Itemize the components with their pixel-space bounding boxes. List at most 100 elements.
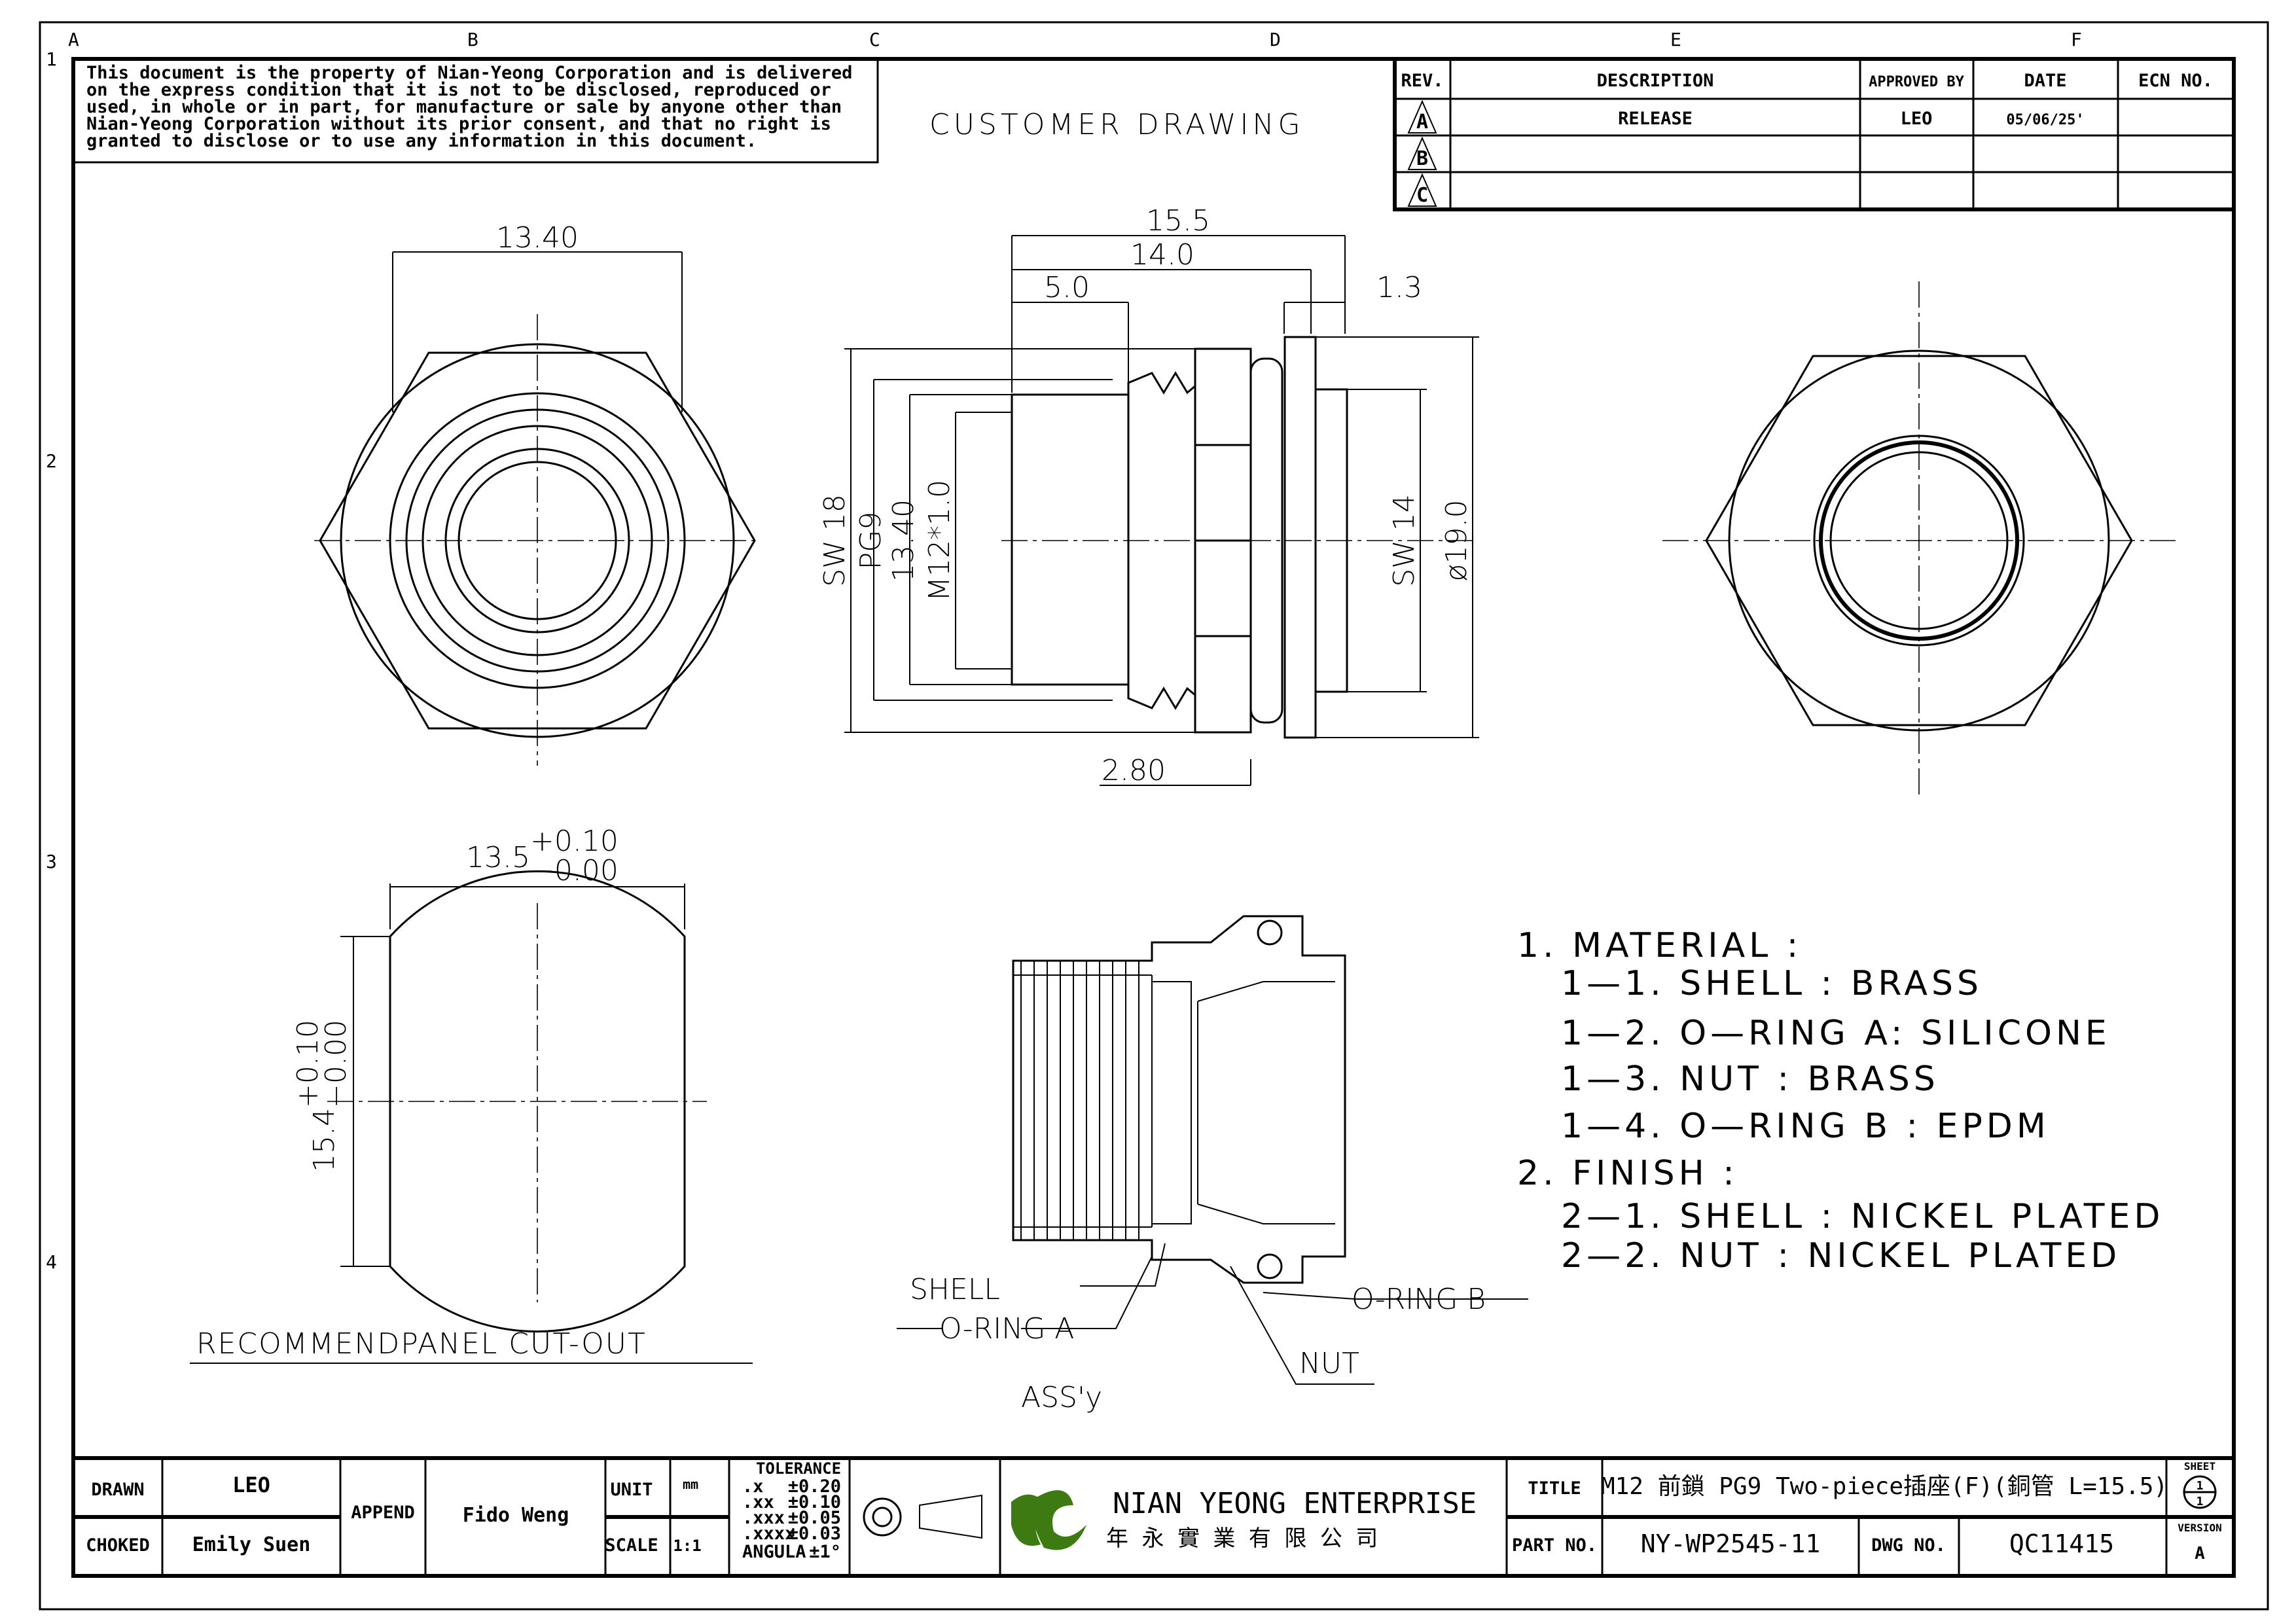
unit-label: UNIT <box>610 1480 653 1500</box>
append-label: APPEND <box>351 1503 415 1523</box>
note-line: 2—2. NUT : NICKEL PLATED <box>1561 1236 2121 1275</box>
drawn-label: DRAWN <box>91 1480 144 1500</box>
callout-oring-a: O-RING A <box>939 1312 1074 1346</box>
row-1: 1 <box>46 48 57 70</box>
rev-approved-by: LEO <box>1901 109 1933 129</box>
rev-description: RELEASE <box>1618 109 1693 129</box>
title-block: DRAWN LEO CHOKED Emily Suen APPEND Fido … <box>71 1456 2236 1578</box>
rev-header: REV. <box>1401 71 1443 91</box>
tolerance-value: ±0.05 <box>788 1508 841 1528</box>
sheet-number: 1 <box>2197 1479 2204 1493</box>
dim-m12: M12*1.0 <box>923 480 956 601</box>
dim-dia19: ø19.0 <box>1440 500 1473 582</box>
checked-label: CHOKED <box>86 1535 150 1556</box>
tol-plus: +0.10 <box>530 825 619 858</box>
col-f: F <box>2071 29 2082 50</box>
tolerance-value: ±0.03 <box>788 1524 841 1544</box>
tolerance-key: .xx <box>742 1492 774 1512</box>
checked-by: Emily Suen <box>192 1533 311 1556</box>
note-line: 2—1. SHELL : NICKEL PLATED <box>1561 1197 2164 1236</box>
company-name-zh: 年 永 實 業 有 限 公 司 <box>1106 1525 1378 1552</box>
append-value: Fido Weng <box>463 1504 569 1527</box>
col-d: D <box>1270 29 1281 50</box>
cutout-label: RECOMMENDPANEL CUT-OUT <box>196 1327 647 1361</box>
note-line: 1. MATERIAL : <box>1517 926 1802 965</box>
sheet-total: 1 <box>2197 1495 2204 1508</box>
callout-oring-b: O-RING B <box>1352 1283 1486 1316</box>
approved-header: APPROVED BY <box>1869 74 1964 90</box>
revision-triangle-icon <box>1407 99 1437 207</box>
dim-cutout-width: 13.5 <box>466 841 530 874</box>
title-label: TITLE <box>1528 1478 1581 1499</box>
tol-minus: −0.00 <box>319 1020 353 1108</box>
notice-line: This document is the property of Nian-Ye… <box>86 63 852 83</box>
assembly-section: SHELL O-RING A O-RING B NUT ASS'y <box>897 915 1528 1414</box>
rev-a: A <box>1416 111 1428 134</box>
col-b: B <box>467 29 478 50</box>
scale-value: 1:1 <box>673 1537 701 1555</box>
version-label: VERSION <box>2178 1522 2221 1534</box>
note-line: 1—1. SHELL : BRASS <box>1561 964 1982 1003</box>
notice-line: on the express condition that it is not … <box>86 80 831 100</box>
ecn-header: ECN NO. <box>2138 71 2213 91</box>
company-name: NIAN YEONG ENTERPRISE <box>1113 1487 1477 1520</box>
front-view: 13.40 <box>314 221 759 766</box>
tolerance-value: ±0.20 <box>788 1476 841 1497</box>
sheet-label: SHEET <box>2184 1460 2215 1472</box>
rev-b: B <box>1416 147 1428 170</box>
notice-line: granted to disclose or to use any inform… <box>86 131 757 151</box>
dwg-no: QC11415 <box>2009 1529 2114 1558</box>
notice-line: Nian-Yeong Corporation without its prior… <box>86 114 831 134</box>
tolerance-key: .x <box>742 1476 764 1497</box>
dim-1-3: 1.3 <box>1376 271 1422 304</box>
dim-14: 14.0 <box>1130 238 1194 272</box>
rear-view <box>1662 281 2179 798</box>
assembly-label: ASS'y <box>1021 1381 1102 1414</box>
tolerance-key: .xxx <box>742 1508 785 1528</box>
tol-minus: −0.00 <box>530 854 619 887</box>
dim-2-80: 2.80 <box>1102 754 1166 787</box>
dim-pg9: PG9 <box>854 512 888 570</box>
tolerance-value: ±0.10 <box>788 1492 841 1512</box>
note-line: 2. FINISH : <box>1517 1154 1738 1193</box>
outer-border <box>39 21 2269 1611</box>
part-no-label: PART NO. <box>1512 1535 1597 1556</box>
dim-front-width: 13.40 <box>496 221 579 255</box>
rev-date: 05/06/25' <box>2006 112 2084 128</box>
callout-shell: SHELL <box>910 1273 1000 1306</box>
drawn-by: LEO <box>232 1472 270 1497</box>
rev-c: C <box>1416 184 1428 207</box>
projection-symbol-icon <box>863 1494 982 1539</box>
col-c: C <box>869 29 880 50</box>
dim-cutout-height: 15.4 <box>308 1108 341 1172</box>
scale-label: SCALE <box>605 1535 658 1556</box>
dwg-no-label: DWG NO. <box>1871 1535 1946 1556</box>
company-logo-icon <box>1011 1490 1086 1550</box>
tolerance-key: ANGULA <box>742 1542 806 1562</box>
note-line: 1—2. O—RING A: SILICONE <box>1561 1014 2111 1053</box>
revision-table: REV. DESCRIPTION APPROVED BY DATE ECN NO… <box>1393 57 2236 211</box>
callout-nut: NUT <box>1299 1347 1359 1380</box>
unit-value: mm <box>683 1476 698 1492</box>
notice-line: used, in whole or in part, for manufactu… <box>86 97 842 117</box>
col-e: E <box>1670 29 1681 50</box>
version-value: A <box>2195 1544 2205 1563</box>
dim-5: 5.0 <box>1044 271 1090 304</box>
date-header: DATE <box>2024 71 2066 91</box>
tolerance-key: .xxxx <box>742 1524 795 1544</box>
note-line: 1—3. NUT : BRASS <box>1561 1060 1939 1099</box>
tol-plus: +0.10 <box>291 1020 325 1108</box>
note-line: 1—4. O—RING B : EPDM <box>1561 1107 2050 1146</box>
row-2: 2 <box>46 450 57 472</box>
part-title: M12 前鎖 PG9 Two-piece插座(F)(銅管 L=15.5) <box>1601 1473 2168 1500</box>
dim-total-length: 15.5 <box>1146 204 1210 238</box>
drawing-type-title: CUSTOMER DRAWING <box>929 108 1304 141</box>
grid-markers: A B C D E F 1 2 3 4 <box>46 29 2082 1273</box>
dim-sw14: SW 14 <box>1388 494 1421 586</box>
panel-cutout: 13.5 +0.10 −0.00 15.4 +0.10 −0.00 RECOMM… <box>190 825 753 1364</box>
col-a: A <box>68 29 79 50</box>
tolerance-value: ±1° <box>809 1542 841 1562</box>
row-4: 4 <box>46 1251 57 1273</box>
dim-13-40: 13.40 <box>887 499 920 582</box>
